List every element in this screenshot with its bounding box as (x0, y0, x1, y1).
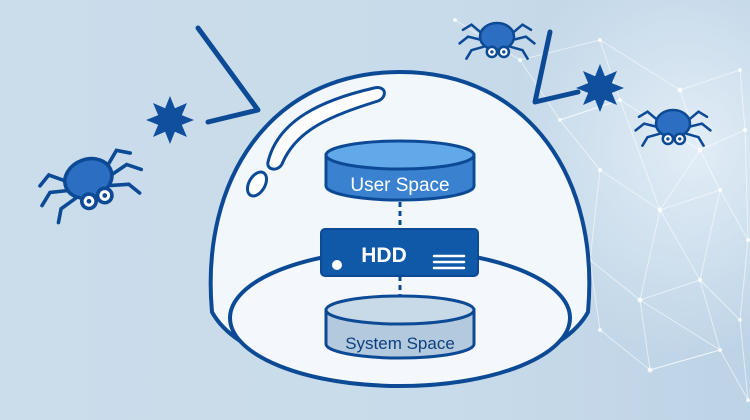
virus-star-icon (576, 64, 624, 112)
spider-bug-icon (458, 21, 536, 60)
dome-reflection (266, 86, 386, 171)
hdd-led (332, 260, 342, 270)
system-space-label: System Space (345, 334, 455, 353)
dome-reflection-dot (246, 170, 268, 198)
network-nodes (453, 18, 750, 402)
spider-bug-icon (38, 148, 144, 225)
spider-bug-icon (634, 108, 712, 147)
user-space-label: User Space (350, 175, 449, 196)
hdd-unit: HDD (320, 228, 479, 277)
deflect-line-left (195, 25, 261, 125)
virus-star-icon (146, 96, 194, 144)
hdd-vent-lines (432, 254, 466, 270)
deflect-line-right (532, 29, 581, 105)
system-space-drive: System Space (324, 294, 476, 360)
user-space-drive: User Space (324, 139, 476, 202)
hdd-label: HDD (361, 244, 407, 267)
